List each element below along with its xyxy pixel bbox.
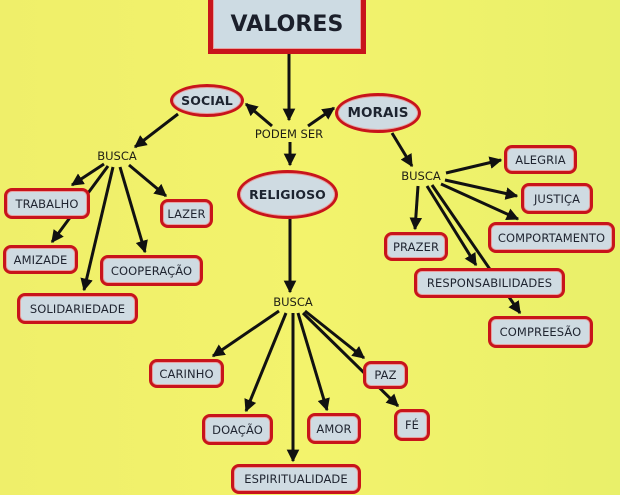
value-node-cooperacao: COOPERAÇÃO: [100, 255, 203, 286]
value-node-comportamento: COMPORTAMENTO: [488, 222, 615, 253]
value-node-alegria: ALEGRIA: [504, 145, 577, 174]
value-node-compreesao: COMPREESÃO: [488, 316, 593, 348]
root-node-valores: VALORES: [208, 0, 366, 54]
value-node-fe: FÉ: [394, 409, 430, 441]
value-node-solidariedade: SOLIDARIEDADE: [17, 293, 138, 324]
value-node-paz: PAZ: [363, 361, 408, 389]
category-node-social: SOCIAL: [170, 84, 244, 117]
connector-label-podem-ser: PODEM SER: [254, 127, 324, 141]
link-label-morais-busca: BUSCA: [401, 169, 441, 183]
value-node-justica: JUSTIÇA: [521, 183, 593, 214]
value-node-trabalho: TRABALHO: [4, 188, 90, 219]
value-node-responsabilidades: RESPONSABILIDADES: [414, 268, 565, 298]
value-node-prazer: PRAZER: [384, 232, 448, 261]
value-node-carinho: CARINHO: [149, 359, 224, 388]
value-node-doacao: DOAÇÃO: [202, 414, 273, 445]
value-node-amizade: AMIZADE: [3, 245, 78, 274]
link-label-social-busca: BUSCA: [97, 149, 137, 163]
value-node-amor: AMOR: [307, 413, 361, 444]
value-node-lazer: LAZER: [160, 199, 213, 228]
link-label-religioso-busca: BUSCA: [273, 295, 313, 309]
category-node-morais: MORAIS: [335, 93, 421, 133]
category-node-religioso: RELIGIOSO: [237, 170, 338, 219]
value-node-espiritualidade: ESPIRITUALIDADE: [231, 464, 361, 494]
